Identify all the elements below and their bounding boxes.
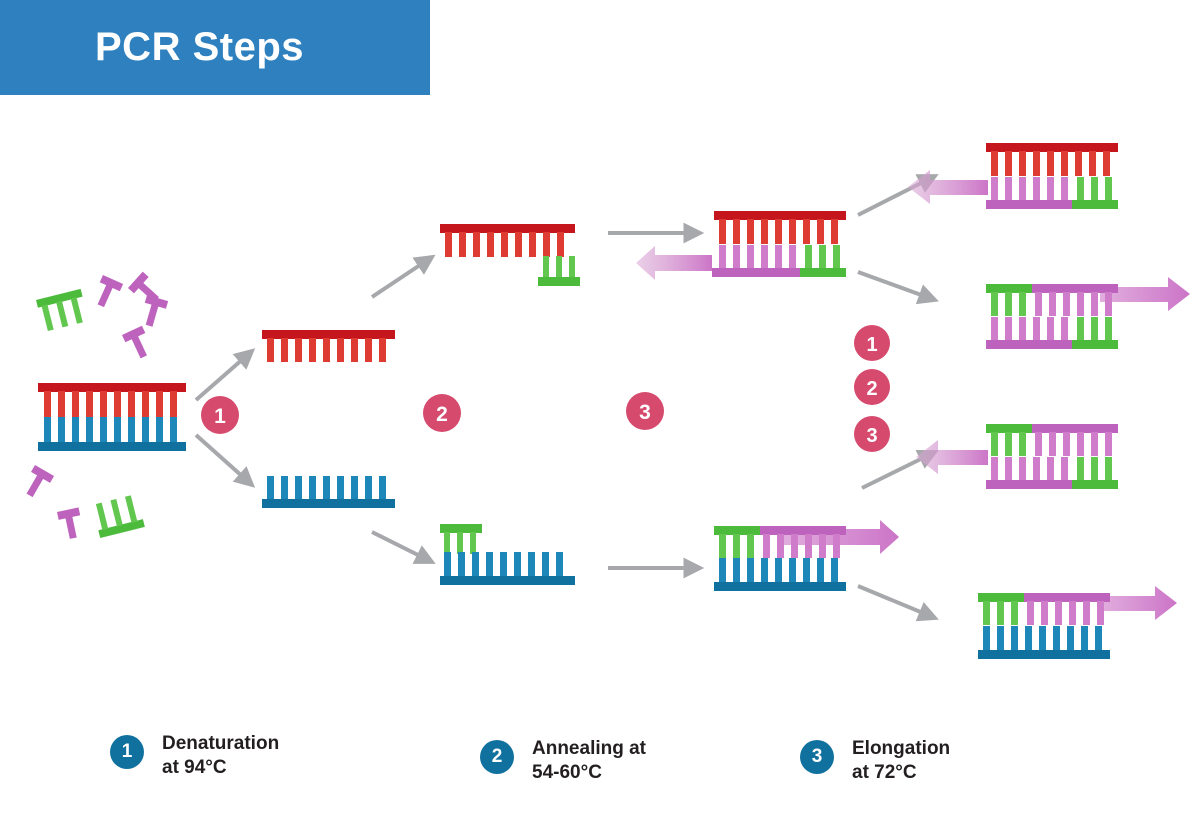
primer-backbone	[800, 268, 846, 277]
new-strand-backbone	[760, 526, 846, 535]
primer-backbone	[714, 526, 760, 535]
free-nucleotide	[26, 465, 55, 498]
synthesis-arrow-left	[908, 170, 988, 204]
legend-item-annealing[interactable]: 2 Annealing at 54-60°C	[480, 737, 646, 785]
free-nucleotide	[144, 295, 169, 327]
new-strand-backbone	[712, 268, 800, 277]
denatured-red-strand	[262, 330, 395, 362]
flow-arrow	[370, 254, 436, 299]
step-marker-1[interactable]: 1	[201, 396, 239, 434]
step-marker-label: 1	[866, 334, 877, 356]
flow-arrow	[857, 584, 939, 622]
free-primer-comb	[95, 495, 145, 538]
annealed-primer	[543, 256, 575, 278]
flow-arrow	[857, 270, 939, 305]
step-marker-stack-1[interactable]: 1	[854, 325, 890, 361]
product-duplex-1	[908, 143, 1118, 209]
primer-teeth	[719, 534, 754, 558]
flow-arrow	[371, 530, 436, 564]
free-nucleotide	[57, 507, 81, 539]
annealed-red-template	[440, 224, 580, 286]
legend-item-denaturation[interactable]: 1 Denaturation at 94°C	[110, 732, 279, 780]
page-title: PCR Steps	[95, 25, 304, 69]
annealed-blue-template	[440, 524, 575, 585]
synthesis-arrow-right	[1100, 277, 1190, 311]
step-marker-label: 2	[436, 403, 448, 426]
step-marker-stack-3[interactable]: 3	[854, 416, 890, 452]
legend: 1 Denaturation at 94°C 2 Annealing at 54…	[0, 715, 1200, 810]
synthesis-arrow-left	[636, 246, 712, 280]
flow-arrow	[194, 433, 256, 488]
synthesis-arrow-right	[1100, 586, 1177, 620]
step-marker-2[interactable]: 2	[423, 394, 461, 432]
step-marker-label: 3	[866, 425, 877, 447]
step-marker-3[interactable]: 3	[626, 392, 664, 430]
denatured-blue-strand	[262, 476, 395, 508]
product-duplex-3	[916, 424, 1118, 489]
product-duplex-4	[978, 586, 1177, 659]
annealed-primer	[444, 532, 476, 554]
legend-label-denaturation: Denaturation at 94°C	[162, 733, 280, 778]
free-nucleotide	[97, 275, 124, 308]
primer-teeth	[805, 245, 840, 269]
new-strand-teeth	[763, 534, 840, 558]
step-marker-label: 2	[866, 378, 877, 400]
new-strand-teeth	[719, 245, 796, 269]
step-marker-label: 3	[639, 401, 651, 424]
legend-badge-1: 1	[110, 735, 144, 769]
legend-label-elongation: Elongation at 72°C	[852, 738, 951, 783]
original-dna-duplex	[38, 383, 186, 451]
elongation-top-complex	[636, 211, 846, 280]
step-marker-stack-2[interactable]: 2	[854, 369, 890, 405]
legend-item-elongation[interactable]: 3 Elongation at 72°C	[800, 737, 950, 785]
synthesis-arrow-left	[916, 440, 988, 474]
flow-arrow	[194, 348, 256, 402]
title-banner: PCR Steps	[0, 0, 430, 95]
legend-badge-2: 2	[480, 740, 514, 774]
legend-badge-3: 3	[800, 740, 834, 774]
elongation-bottom-complex	[714, 520, 899, 591]
legend-label-annealing: Annealing at 54-60°C	[532, 738, 647, 783]
product-duplex-2	[986, 277, 1190, 349]
free-nucleotide	[122, 325, 147, 359]
step-marker-label: 1	[214, 405, 226, 428]
free-primer-comb	[36, 288, 83, 332]
